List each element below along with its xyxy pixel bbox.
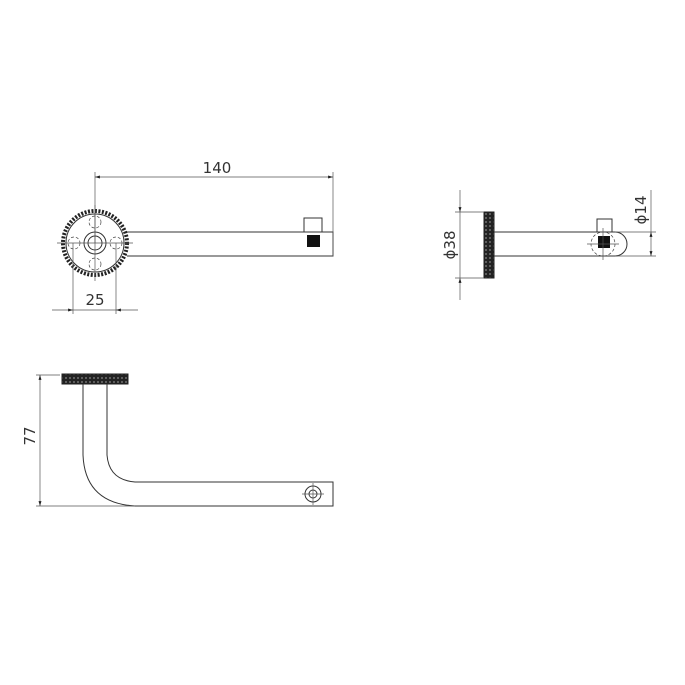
bar [127, 231, 334, 257]
bar [494, 231, 615, 257]
dimension-label: 25 [85, 291, 104, 309]
top-view: 77 [21, 373, 334, 507]
knurled-plate [61, 373, 129, 385]
bent-bar [82, 384, 334, 507]
front-view: 140 25 [52, 159, 334, 314]
dimension-label: 77 [21, 426, 39, 445]
set-screw [598, 236, 610, 248]
set-screw-housing [303, 217, 323, 232]
side-view: ϕ38 ϕ14 [441, 190, 656, 300]
dimension-label: ϕ14 [632, 196, 650, 225]
dimension-label: ϕ38 [441, 231, 459, 260]
knurled-plate [483, 211, 495, 279]
dimension-label: 140 [203, 159, 232, 177]
set-screw [307, 235, 320, 247]
